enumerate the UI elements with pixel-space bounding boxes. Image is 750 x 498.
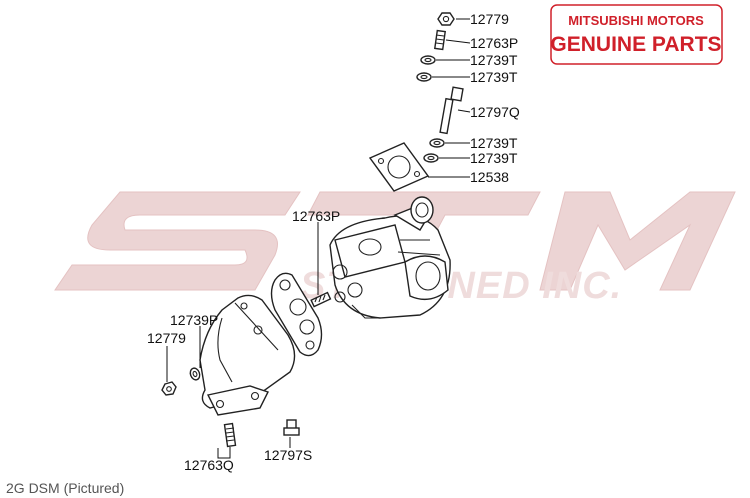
washer-12739t-4 (423, 153, 439, 163)
label-12538: 12538 (470, 169, 509, 185)
turbocharger (329, 196, 451, 319)
nut-12779-top (437, 12, 455, 26)
caption: 2G DSM (Pictured) (6, 480, 124, 496)
genuine-parts-badge: MITSUBISHI MOTORS GENUINE PARTS (550, 4, 723, 65)
label-12797s: 12797S (264, 447, 312, 463)
label-12797q: 12797Q (470, 104, 520, 120)
label-12779-top: 12779 (470, 11, 509, 27)
gasket-12538 (368, 142, 430, 192)
bolt-12797s (283, 419, 300, 436)
label-12739t-1: 12739T (470, 52, 518, 68)
washer-12739p (189, 367, 201, 381)
part-labels: 12779 12763P 12739T 12739T 12797Q 12739T… (147, 11, 520, 473)
stud-12763p-top (433, 29, 447, 51)
badge-title: GENUINE PARTS (550, 33, 721, 56)
washer-12739t-2 (416, 72, 432, 82)
exhaust-gasket (270, 272, 323, 357)
stud-12763p-mid (310, 291, 332, 308)
label-12739p: 12739P (170, 312, 218, 328)
label-12779-left: 12779 (147, 330, 186, 346)
nut-12779-left (161, 381, 177, 396)
label-12739t-4: 12739T (470, 150, 518, 166)
stud-12763q (223, 422, 237, 448)
exhaust-elbow (199, 294, 296, 416)
leader-lines (166, 18, 471, 459)
label-12763p-top: 12763P (470, 35, 518, 51)
washer-12739t-1 (420, 55, 436, 65)
label-12739t-3: 12739T (470, 135, 518, 151)
label-12763q: 12763Q (184, 457, 234, 473)
washer-12739t-3 (429, 138, 445, 148)
badge-brand: MITSUBISHI MOTORS (568, 13, 704, 28)
bolt-12797q (439, 86, 464, 135)
label-12739t-2: 12739T (470, 69, 518, 85)
label-12763p-mid: 12763P (292, 208, 340, 224)
